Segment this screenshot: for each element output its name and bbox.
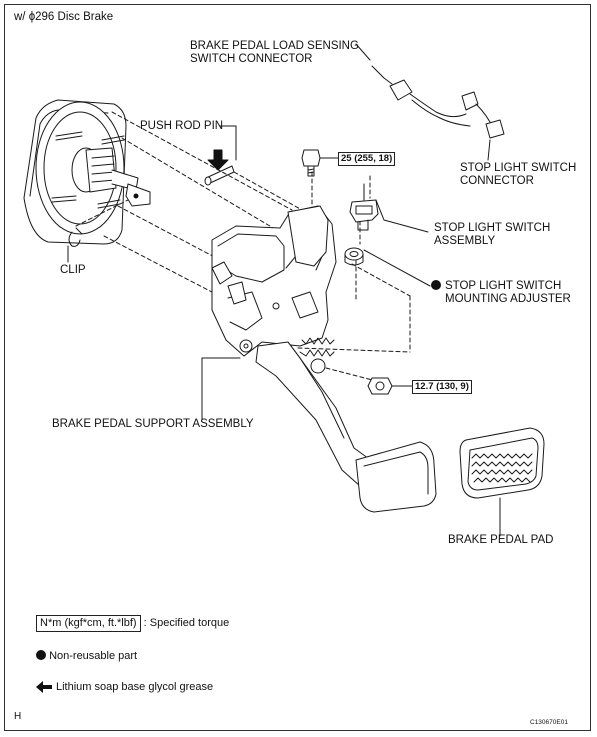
- legend-non-reusable-text: Non-reusable part: [49, 650, 138, 662]
- legend-grease: Lithium soap base glycol grease: [56, 681, 213, 694]
- clip-part: [68, 227, 83, 247]
- torque-box-lower-nut: 12.7 (130, 9): [412, 380, 472, 394]
- label-support-assembly: BRAKE PEDAL SUPPORT ASSEMBLY: [52, 418, 254, 430]
- load-sensing-harness: [371, 65, 505, 139]
- brake-pedal-pad-part: [459, 427, 545, 499]
- switch-bracket: [287, 205, 329, 267]
- label-pedal-pad: BRAKE PEDAL PAD: [448, 534, 554, 546]
- variant-title: w/ ϕ296 Disc Brake: [14, 11, 114, 23]
- legend-torque-desc: : Specified torque: [143, 617, 230, 629]
- legend-torque: N*m (kgf*cm, ft.*lbf) : Specified torque: [36, 615, 229, 632]
- stop-light-connector-leader: [487, 139, 491, 161]
- stop-light-switch: [349, 183, 379, 231]
- label-stop-light-connector-1: STOP LIGHT SWITCH: [460, 162, 577, 174]
- brake-booster: [23, 99, 151, 245]
- label-push-rod-pin: PUSH ROD PIN: [140, 120, 224, 132]
- legend-non-reusable: Non-reusable part: [36, 650, 137, 663]
- legend-grease-text: Lithium soap base glycol grease: [56, 681, 214, 693]
- non-reusable-marker: [431, 280, 441, 290]
- push-rod-pin: [204, 149, 235, 186]
- label-clip: CLIP: [60, 264, 86, 276]
- grease-arrow-icon: [36, 681, 52, 693]
- label-stop-light-assembly-1: STOP LIGHT SWITCH: [434, 222, 551, 234]
- push-rod-pin-leader: [219, 125, 237, 161]
- label-mounting-adjuster-1: STOP LIGHT SWITCH: [445, 280, 562, 292]
- label-load-sensing-connector-1: BRAKE PEDAL LOAD SENSING: [190, 40, 359, 52]
- return-spring: [299, 337, 335, 374]
- label-stop-light-connector-2: CONNECTOR: [460, 175, 534, 187]
- label-load-sensing-connector-2: SWITCH CONNECTOR: [190, 53, 313, 65]
- leader-lines: [201, 43, 501, 537]
- legend-torque-unit-box: N*m (kgf*cm, ft.*lbf): [36, 615, 141, 632]
- torque-box-upper-bolt: 25 (255, 18): [338, 152, 396, 166]
- upper-bolt: [301, 149, 321, 177]
- lower-nut: [367, 377, 393, 395]
- pedal-arm: [255, 341, 437, 513]
- label-stop-light-assembly-2: ASSEMBLY: [434, 235, 496, 247]
- filled-dot-icon: [36, 650, 46, 660]
- mounting-adjuster: [344, 247, 364, 266]
- label-mounting-adjuster-2: MOUNTING ADJUSTER: [445, 293, 571, 305]
- figure-id: C130670E01: [530, 719, 568, 726]
- footer-code: H: [14, 711, 22, 722]
- figure-frame: [4, 4, 591, 731]
